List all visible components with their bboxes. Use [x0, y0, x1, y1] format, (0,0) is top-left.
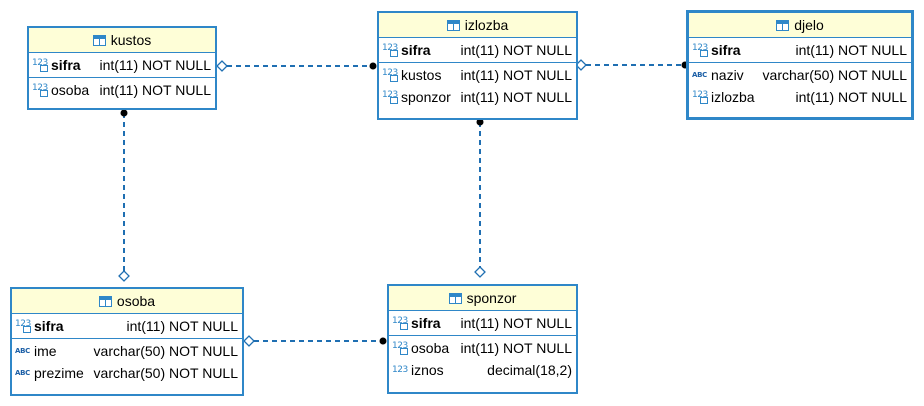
primary-key-section: 123 sifra int(11) NOT NULL: [379, 38, 576, 63]
link-end-diamond: [118, 270, 130, 282]
column-row[interactable]: ABC ime varchar(50) NOT NULL: [12, 340, 242, 362]
column-name: sifra: [711, 42, 741, 58]
numeric-column-icon: 123: [392, 365, 408, 375]
table-title: sponzor: [466, 290, 517, 306]
primary-key-numeric-icon: 123: [15, 319, 33, 333]
column-name: sifra: [34, 318, 64, 334]
primary-key-numeric-icon: 123: [382, 43, 400, 57]
column-name: prezime: [34, 365, 84, 381]
link-end-dot: [369, 62, 377, 70]
column-name: osoba: [51, 82, 90, 98]
column-type: int(11) NOT NULL: [460, 315, 572, 331]
column-name: sponzor: [401, 89, 451, 105]
column-row[interactable]: 123 iznos decimal(18,2): [389, 359, 576, 381]
link-end-diamond: [216, 60, 228, 72]
column-row[interactable]: 123 sifra int(11) NOT NULL: [389, 312, 576, 334]
table-header: osoba: [12, 289, 242, 314]
table-icon: [446, 19, 460, 31]
column-name: iznos: [411, 362, 444, 378]
column-name: sifra: [51, 57, 81, 73]
columns-section: ABC ime varchar(50) NOT NULL ABC prezime…: [12, 339, 242, 385]
table-kustos[interactable]: kustos 123 sifra int(11) NOT NULL 123 os…: [27, 26, 217, 110]
column-type: int(11) NOT NULL: [126, 318, 238, 334]
foreign-key-numeric-icon: 123: [692, 90, 710, 104]
table-header: izlozba: [379, 13, 576, 38]
column-name: kustos: [401, 67, 442, 83]
column-name: osoba: [411, 340, 450, 356]
primary-key-numeric-icon: 123: [392, 316, 410, 330]
table-icon: [448, 292, 462, 304]
table-icon: [92, 34, 106, 46]
text-column-icon: ABC: [15, 347, 30, 355]
table-djelo[interactable]: djelo 123 sifra int(11) NOT NULL ABC naz…: [686, 10, 914, 120]
table-osoba[interactable]: osoba 123 sifra int(11) NOT NULL ABC ime…: [10, 287, 244, 396]
column-type: int(11) NOT NULL: [460, 340, 572, 356]
column-type: int(11) NOT NULL: [460, 89, 572, 105]
table-header: djelo: [689, 13, 911, 38]
column-name: naziv: [711, 67, 744, 83]
table-title: kustos: [110, 32, 152, 48]
column-type: varchar(50) NOT NULL: [762, 67, 907, 83]
table-title: izlozba: [464, 17, 509, 33]
table-izlozba[interactable]: izlozba 123 sifra int(11) NOT NULL 123 k…: [377, 11, 578, 120]
column-row[interactable]: 123 osoba int(11) NOT NULL: [29, 79, 215, 101]
column-row[interactable]: ABC prezime varchar(50) NOT NULL: [12, 362, 242, 384]
table-sponzor[interactable]: sponzor 123 sifra int(11) NOT NULL 123 o…: [387, 284, 578, 394]
text-column-icon: ABC: [15, 369, 30, 377]
column-row[interactable]: 123 sponzor int(11) NOT NULL: [379, 86, 576, 108]
column-name: sifra: [401, 42, 431, 58]
columns-section: 123 kustos int(11) NOT NULL 123 sponzor …: [379, 63, 576, 109]
table-title: djelo: [794, 17, 824, 33]
foreign-key-numeric-icon: 123: [32, 83, 50, 97]
column-name: sifra: [411, 315, 441, 331]
column-type: varchar(50) NOT NULL: [93, 365, 238, 381]
column-type: int(11) NOT NULL: [460, 67, 572, 83]
column-type: int(11) NOT NULL: [795, 89, 907, 105]
primary-key-section: 123 sifra int(11) NOT NULL: [29, 53, 215, 78]
link-end-diamond: [243, 335, 255, 347]
column-type: varchar(50) NOT NULL: [93, 343, 238, 359]
link-end-dot: [120, 109, 128, 117]
column-type: int(11) NOT NULL: [99, 82, 211, 98]
link-end-dot: [379, 337, 387, 345]
table-header: sponzor: [389, 286, 576, 311]
text-column-icon: ABC: [692, 71, 707, 79]
columns-section: ABC naziv varchar(50) NOT NULL 123 izloz…: [689, 63, 911, 109]
table-icon: [776, 19, 790, 31]
columns-section: 123 osoba int(11) NOT NULL: [29, 78, 215, 102]
foreign-key-numeric-icon: 123: [382, 90, 400, 104]
column-row[interactable]: 123 osoba int(11) NOT NULL: [389, 337, 576, 359]
column-row[interactable]: 123 sifra int(11) NOT NULL: [689, 39, 911, 61]
column-row[interactable]: 123 izlozba int(11) NOT NULL: [689, 86, 911, 108]
primary-key-section: 123 sifra int(11) NOT NULL: [389, 311, 576, 336]
column-row[interactable]: 123 kustos int(11) NOT NULL: [379, 64, 576, 86]
table-header: kustos: [29, 28, 215, 53]
table-icon: [98, 295, 112, 307]
primary-key-section: 123 sifra int(11) NOT NULL: [689, 38, 911, 63]
link-end-dot: [476, 118, 484, 126]
columns-section: 123 osoba int(11) NOT NULL 123 iznos dec…: [389, 336, 576, 382]
column-row[interactable]: 123 sifra int(11) NOT NULL: [379, 39, 576, 61]
primary-key-numeric-icon: 123: [692, 43, 710, 57]
column-row[interactable]: ABC naziv varchar(50) NOT NULL: [689, 64, 911, 86]
link-end-diamond: [575, 59, 587, 71]
primary-key-numeric-icon: 123: [32, 58, 50, 72]
column-type: decimal(18,2): [487, 362, 572, 378]
table-title: osoba: [116, 293, 156, 309]
column-row[interactable]: 123 sifra int(11) NOT NULL: [29, 54, 215, 76]
column-name: ime: [34, 343, 57, 359]
column-type: int(11) NOT NULL: [99, 57, 211, 73]
column-name: izlozba: [711, 89, 755, 105]
column-row[interactable]: 123 sifra int(11) NOT NULL: [12, 315, 242, 337]
foreign-key-numeric-icon: 123: [392, 341, 410, 355]
column-type: int(11) NOT NULL: [795, 42, 907, 58]
link-end-diamond: [474, 266, 486, 278]
foreign-key-numeric-icon: 123: [382, 68, 400, 82]
column-type: int(11) NOT NULL: [460, 42, 572, 58]
primary-key-section: 123 sifra int(11) NOT NULL: [12, 314, 242, 339]
